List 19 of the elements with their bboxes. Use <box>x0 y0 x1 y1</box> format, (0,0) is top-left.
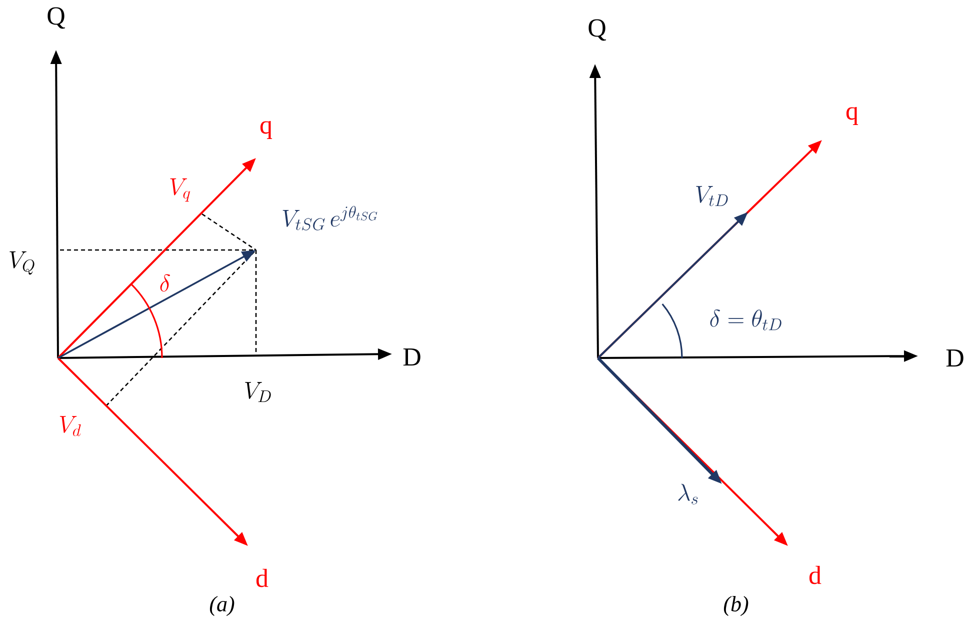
axis-label: D <box>946 349 964 367</box>
axis-label: Q <box>48 7 65 29</box>
vector-label: $V_{tD}$ <box>696 186 728 206</box>
panel-caption: (a) <box>210 596 234 616</box>
component-label: $V_{d}$ <box>60 416 81 436</box>
component-label: $V_{Q}$ <box>10 251 34 275</box>
component-label: $V_{q}$ <box>170 178 190 202</box>
axis-label: Q <box>588 19 606 41</box>
component-label: $V_{D}$ <box>245 382 271 402</box>
angle-label: $\delta = \theta_{tD}$ <box>710 310 782 330</box>
axis-label: q <box>846 107 858 126</box>
axis-label: d <box>256 568 268 588</box>
axis-label: q <box>260 121 272 140</box>
panel-caption: (b) <box>724 596 748 616</box>
vector-label: $\lambda_{s}$ <box>678 484 698 504</box>
vector-label: $V_{tSG}\,e^{j\theta_{tSG}}$ <box>282 206 378 230</box>
axis-label: d <box>809 566 822 584</box>
axis-label: D <box>403 348 420 366</box>
angle-label: $\delta$ <box>160 274 170 292</box>
